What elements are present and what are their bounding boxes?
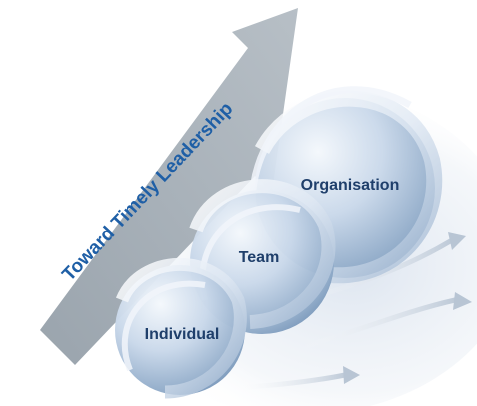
- individual-sphere: [115, 257, 247, 399]
- trailing-arrow-icon: [297, 292, 472, 351]
- growth-arrow-icon: [40, 8, 298, 365]
- individual-label: Individual: [145, 326, 220, 343]
- trailing-arrow-icon: [232, 366, 360, 391]
- organisation-label: Organisation: [301, 177, 400, 194]
- team-label: Team: [239, 249, 280, 266]
